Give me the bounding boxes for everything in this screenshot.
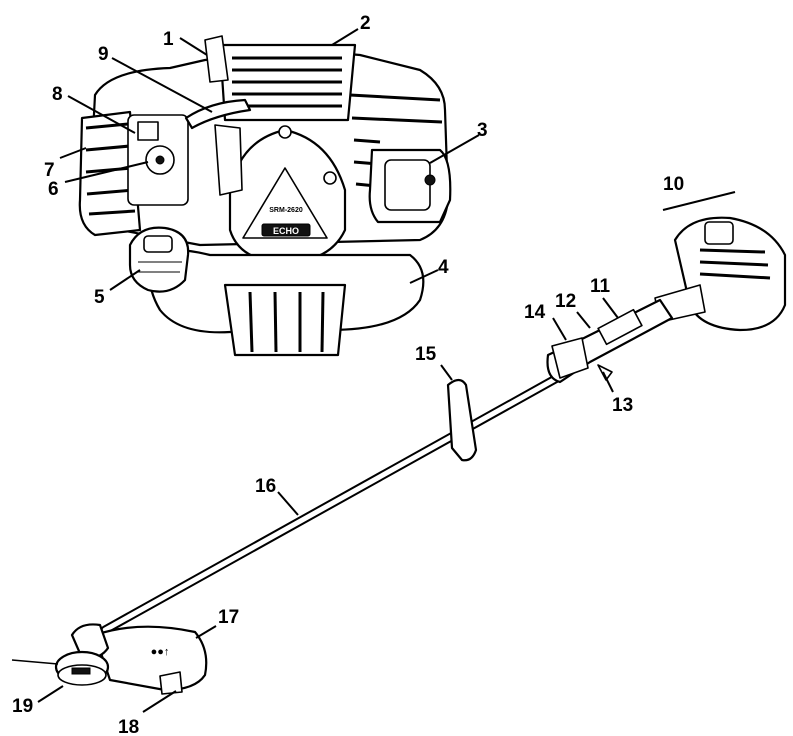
callout-18: 18 [118, 717, 139, 736]
drive-shaft [100, 363, 580, 635]
callout-13-14-left: 14 [524, 302, 546, 323]
callout-6: 6 [48, 179, 59, 200]
callout-19: 19 [12, 696, 33, 717]
callout-7: 7 [44, 160, 55, 181]
brand-badge-text: ECHO [273, 226, 299, 236]
callout-11: 11 [590, 276, 611, 297]
small-engine-view [654, 216, 787, 332]
leader-lines [37, 28, 736, 713]
callout-16: 16 [255, 476, 276, 497]
callout-15: 15 [415, 344, 437, 365]
callout-labels: 1 2 3 4 5 6 7 8 9 10 11 12 14 13 15 16 1… [12, 13, 684, 736]
cutting-head-assembly: ●●↑ [11, 623, 208, 695]
callout-12: 12 [555, 291, 576, 312]
front-handle [446, 378, 478, 462]
callout-8: 8 [52, 84, 63, 105]
callout-1: 1 [163, 29, 174, 50]
callout-3: 3 [477, 120, 488, 141]
callout-13: 13 [612, 395, 633, 416]
callout-5: 5 [94, 287, 105, 308]
shield-marking: ●●↑ [151, 646, 170, 658]
callout-9: 9 [98, 44, 109, 65]
engine-assembly: ECHO SRM-2620 [78, 35, 452, 357]
callout-17: 17 [218, 607, 239, 628]
callout-10: 10 [663, 174, 684, 195]
callout-2: 2 [360, 13, 371, 34]
model-badge-text: SRM-2620 [269, 207, 303, 214]
callout-4: 4 [438, 257, 449, 278]
throttle-handle [546, 298, 674, 384]
